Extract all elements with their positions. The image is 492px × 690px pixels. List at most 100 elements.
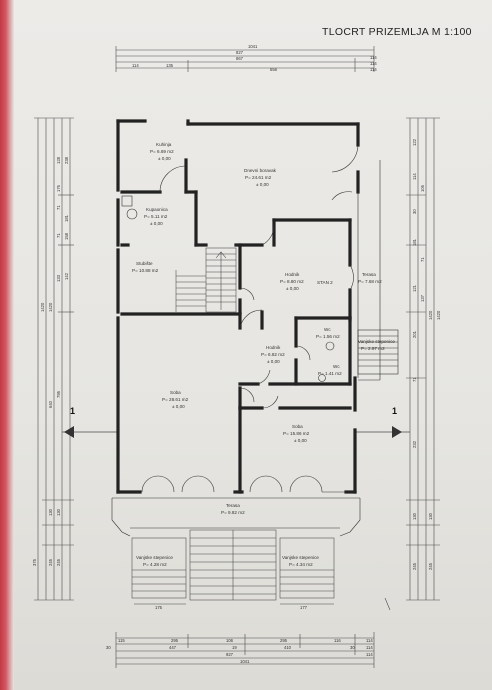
dim-text: 130 <box>48 508 53 516</box>
room-terasa-south: Terasa P= 9.82 m2 <box>221 503 245 515</box>
dim-text: 114 <box>412 173 417 180</box>
dim-text: 1041 <box>240 659 250 664</box>
dim-text: 232 <box>412 440 417 448</box>
dim-text: 295 <box>280 638 288 643</box>
dim-text: 827 <box>236 50 244 55</box>
dim-text: 71 <box>420 257 425 262</box>
dim-text: 106 <box>226 638 234 643</box>
dimension-chain-left: 238 128 176 71 181 71 158 142 133 1420 1… <box>32 156 69 566</box>
dim-text: 795 <box>56 390 61 398</box>
room-area: P= 8.80 m2 <box>280 279 304 284</box>
room-area: P= 9.82 m2 <box>221 510 245 515</box>
room-soba-1: Soba P= 28.61 m2 ± 0,00 <box>162 390 189 409</box>
dim-text: 130 <box>56 508 61 516</box>
room-level: ± 0,00 <box>286 286 299 291</box>
dim-text: 137 <box>420 294 425 302</box>
dim-text: 114 <box>366 645 373 650</box>
dim-text: 410 <box>284 645 292 650</box>
room-level: ± 0,00 <box>158 156 171 161</box>
dim-text: 71 <box>56 233 61 238</box>
room-area: P= 6.82 m2 <box>261 352 285 357</box>
dim-text: 1420 <box>436 310 441 320</box>
room-level: ± 0,00 <box>267 359 280 364</box>
dim-text: 175 <box>155 605 163 610</box>
dim-text: 181 <box>64 214 69 222</box>
dimension-chain-bottom: 115 295 447 106 19 295 410 116 114 114 1… <box>106 605 373 664</box>
dim-text: 927 <box>226 652 234 657</box>
room-wc-2: Wc P= 1.41 m2 <box>318 364 342 376</box>
room-area: P= 6.69 m2 <box>150 149 174 154</box>
room-hodnik-2: Hodnik P= 6.82 m2 ± 0,00 <box>261 345 285 364</box>
room-name: Hodnik <box>285 272 300 277</box>
dim-text: 1420 <box>48 302 53 312</box>
dim-text: 1041 <box>248 44 258 49</box>
room-area: P= 2.97 m2 <box>361 346 385 351</box>
dim-text: 71 <box>56 205 61 210</box>
dim-text: 177 <box>300 605 308 610</box>
dim-text: 238 <box>64 156 69 164</box>
room-vanjske-stepenice-sw: Vanjske stepenice P= 4.28 m2 <box>136 555 173 567</box>
room-level: ± 0,00 <box>256 182 269 187</box>
dim-text: 114 <box>370 67 377 72</box>
room-area: P= 15.86 m2 <box>283 431 310 436</box>
dim-text: 71 <box>412 377 417 382</box>
room-name: Wc <box>333 364 340 369</box>
room-name: Kuhinja <box>156 142 172 147</box>
dimension-chain-right: 122 114 106 30 181 71 121 137 201 1420 1… <box>412 138 441 570</box>
section-marker-left: 1 <box>70 406 75 416</box>
dim-text: 656 <box>270 67 278 72</box>
room-name: Terasa <box>226 503 240 508</box>
dim-text: 128 <box>56 156 61 164</box>
dim-text: 181 <box>412 238 417 246</box>
dim-text: 1420 <box>40 302 45 312</box>
dim-text: 245 <box>56 558 61 566</box>
room-wc-1: Wc P= 1.56 m2 <box>316 327 340 339</box>
room-level: ± 0,00 <box>172 404 185 409</box>
room-kuhinja: Kuhinja P= 6.69 m2 ± 0,00 <box>150 142 174 161</box>
room-area: P= 5.11 m2 <box>144 214 168 219</box>
room-name: Soba <box>170 390 181 395</box>
room-name: Vanjske stepenice <box>282 555 319 560</box>
room-name: Stubište <box>136 261 153 266</box>
dim-text: 115 <box>118 638 125 643</box>
drawing-title: TLOCRT PRIZEMLJA M 1:100 <box>322 26 472 38</box>
dim-text: 245 <box>412 562 417 570</box>
dim-text: 130 <box>428 512 433 520</box>
dim-text: 142 <box>64 272 69 280</box>
room-soba-2: Soba P= 15.86 m2 ± 0,00 <box>283 424 310 443</box>
room-kupaonica: Kupaonica P= 5.11 m2 ± 0,00 <box>144 207 168 226</box>
dim-text: 121 <box>412 284 417 292</box>
binder-edge <box>0 0 14 690</box>
room-name: Soba <box>292 424 303 429</box>
room-name: Dnevni boravak <box>244 168 277 173</box>
dim-text: 130 <box>412 512 417 520</box>
dim-text: 30 <box>350 645 355 650</box>
dim-text: 158 <box>64 232 69 240</box>
section-marker-right: 1 <box>392 406 397 416</box>
dim-text: 867 <box>236 56 244 61</box>
dim-text: 447 <box>169 645 177 650</box>
dim-text: 245 <box>428 562 433 570</box>
apartment-label: STAN 2 <box>317 280 333 285</box>
dim-text: 30 <box>106 645 111 650</box>
room-name: Hodnik <box>266 345 281 350</box>
dim-text: 133 <box>56 274 61 282</box>
room-terasa-east: Terasa P= 7.68 m2 <box>358 272 382 284</box>
dim-text: 106 <box>420 184 425 192</box>
dim-text: 30 <box>412 209 417 214</box>
dim-text: 1420 <box>428 310 433 320</box>
room-area: P= 1.41 m2 <box>318 371 342 376</box>
dim-text: 114 <box>366 638 373 643</box>
room-area: P= 10.88 m2 <box>132 268 159 273</box>
room-area: P= 1.56 m2 <box>316 334 340 339</box>
room-vanjske-stepenice-se: Vanjske stepenice P= 4.34 m2 <box>282 555 319 567</box>
room-area: P= 4.34 m2 <box>289 562 313 567</box>
room-dnevni-boravak: Dnevni boravak P= 24.61 m2 ± 0,00 <box>244 168 277 187</box>
dim-text: 114 <box>370 61 377 66</box>
room-name: Vanjske stepenice <box>136 555 173 560</box>
dimension-chain-top: 1041 827 867 114 135 656 114 114 114 <box>132 44 377 72</box>
dim-text: 19 <box>232 645 237 650</box>
dim-text: 201 <box>412 330 417 338</box>
room-name: Kupaonica <box>146 207 168 212</box>
dim-text: 114 <box>132 63 139 68</box>
